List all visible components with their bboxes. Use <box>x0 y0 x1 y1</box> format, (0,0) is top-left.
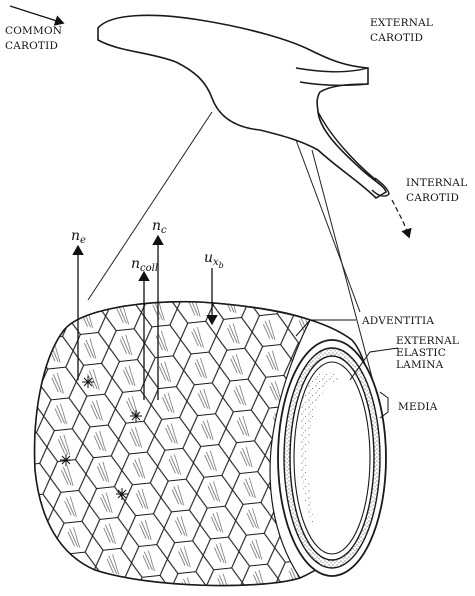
internal-carotid-outflow-arrow <box>392 200 408 234</box>
common-carotid-vessel <box>98 15 386 198</box>
carotid-bifurcation <box>98 15 389 198</box>
n-c-label: nc <box>152 218 167 236</box>
external-elastic-lamina-label: EXTERNAL ELASTIC LAMINA <box>396 335 463 371</box>
internal-carotid-branch <box>318 112 376 180</box>
u-xb-label: uxb <box>204 250 224 270</box>
external-carotid-branch <box>296 68 368 85</box>
common-carotid-inflow-arrow <box>10 6 60 22</box>
vessel-wall-section <box>35 302 386 586</box>
adventitia-label: ADVENTITIA <box>361 315 434 327</box>
external-carotid-label: EXTERNAL CAROTID <box>370 17 437 44</box>
n-coll-label: ncoll <box>131 256 158 274</box>
n-e-label: ne <box>71 228 86 246</box>
media-cell-layer <box>35 302 310 586</box>
common-carotid-label: COMMON CAROTID <box>5 25 66 52</box>
internal-carotid-label: INTERNAL CAROTID <box>406 177 471 204</box>
media-label: MEDIA <box>398 401 438 413</box>
